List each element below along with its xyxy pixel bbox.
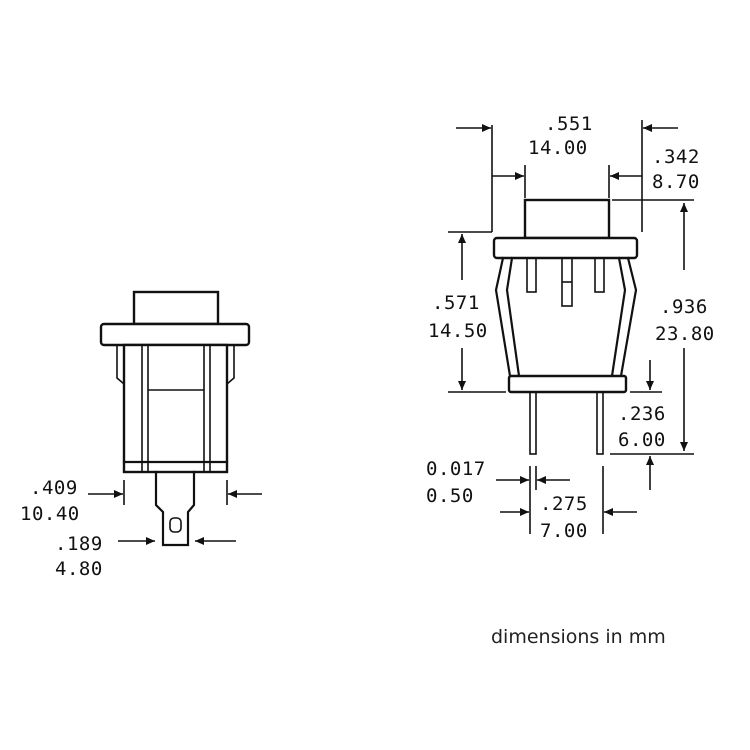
pin-length-in: .236	[618, 403, 666, 425]
pin-spacing-mm: 7.00	[540, 520, 588, 542]
cap-height-in: .342	[652, 146, 700, 168]
front-view: .409 10.40 .189 4.80	[20, 290, 262, 580]
side-flange	[492, 236, 639, 260]
body-width-mm: 10.40	[20, 503, 80, 525]
units-note: dimensions in mm	[491, 626, 666, 648]
side-base	[507, 374, 628, 394]
body-height-mm: 14.50	[428, 320, 488, 342]
overall-height-in: .936	[660, 296, 708, 318]
pin-left	[529, 391, 537, 455]
overall-height-mm: 23.80	[655, 323, 715, 345]
terminal-width-mm: 4.80	[55, 558, 103, 580]
body-width-in: .409	[30, 477, 78, 499]
side-view: .551 14.00 .342 8.70 .571 14.50 .936 23.…	[426, 113, 715, 542]
front-cap	[132, 290, 220, 326]
cap-width-mm: 14.00	[528, 137, 588, 159]
pin-thickness-mm: 0.50	[426, 485, 474, 507]
pin-thickness-in: 0.017	[426, 458, 486, 480]
cap-width-in: .551	[545, 113, 593, 135]
terminal-width-in: .189	[55, 533, 103, 555]
body-height-in: .571	[432, 292, 480, 314]
side-cap	[523, 198, 611, 240]
front-body	[122, 343, 229, 474]
pin-spacing-in: .275	[540, 493, 588, 515]
front-flange	[99, 322, 251, 347]
pin-right	[596, 391, 604, 455]
cap-height-mm: 8.70	[652, 171, 700, 193]
pin-length-mm: 6.00	[618, 429, 666, 451]
